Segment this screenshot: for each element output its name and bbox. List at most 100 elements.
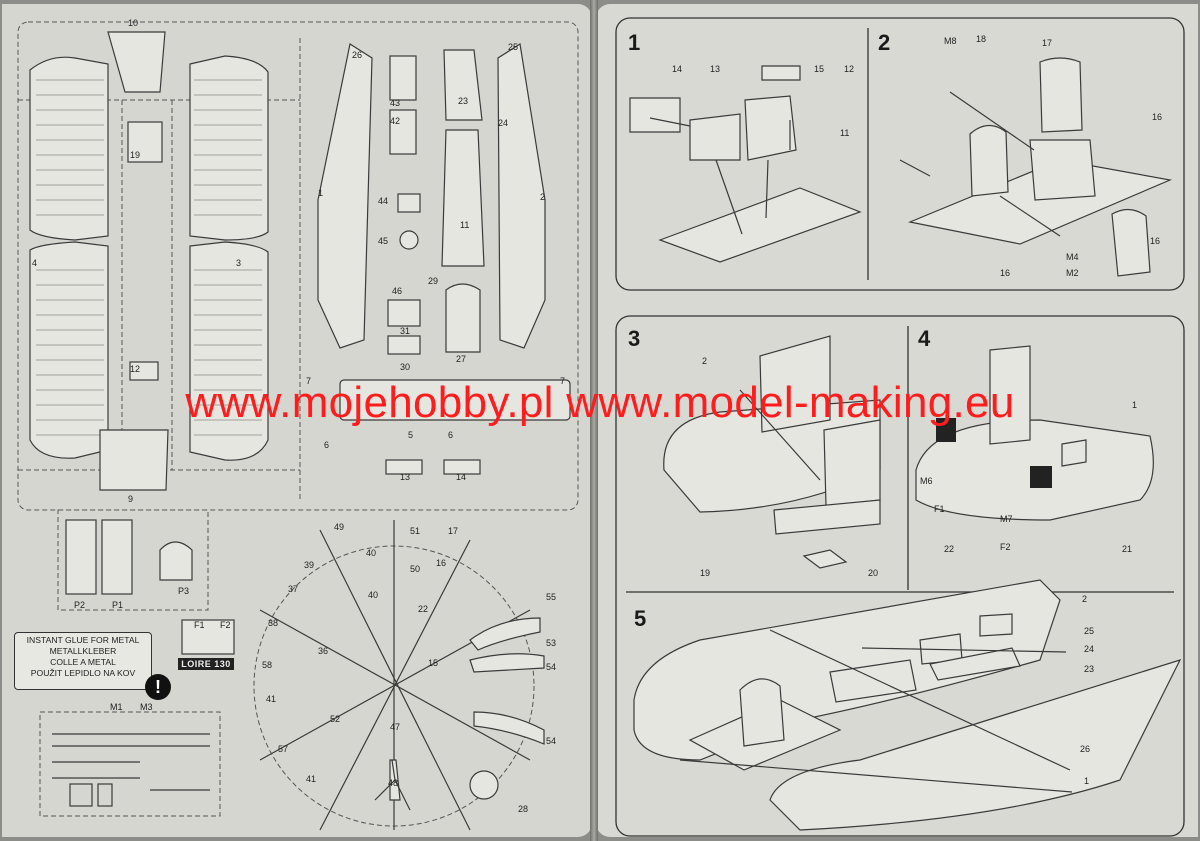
callout: 16 [1150, 236, 1160, 246]
callout: 23 [1084, 664, 1094, 674]
sprue-number: 31 [400, 326, 410, 336]
callout: 2 [1082, 594, 1087, 604]
sprue-number: 43 [390, 98, 400, 108]
sprue-number: 1 [318, 188, 323, 198]
step-3-drawing [663, 335, 881, 569]
floor-part-23 [443, 49, 483, 121]
callout: 24 [1084, 644, 1094, 654]
seat-part-43 [389, 55, 417, 101]
sprue-number: 28 [518, 804, 528, 814]
sprue-number: 24 [498, 118, 508, 128]
callout: 18 [976, 34, 986, 44]
sprue-number: 4 [32, 258, 37, 268]
fret-ref-m3: M3 [140, 702, 153, 712]
fret-ref-p1: P1 [112, 600, 123, 610]
part-13 [385, 459, 423, 475]
callout: F1 [934, 504, 945, 514]
part-14 [443, 459, 481, 475]
part-44 [397, 193, 421, 213]
sprue-number: 54 [546, 736, 556, 746]
upper-wing-part-3 [189, 55, 269, 461]
callout: F2 [1000, 542, 1011, 552]
decal-label: LOIRE 130 [178, 658, 234, 670]
callout: 2 [702, 356, 707, 366]
callout: 15 [814, 64, 824, 74]
sprue-number: 6 [324, 440, 329, 450]
decal-sheet [181, 619, 235, 655]
sprue-number: 9 [128, 494, 133, 504]
callout: M8 [944, 36, 957, 46]
glue-warning-line: COLLE A METAL [50, 657, 116, 667]
sprue-number: 27 [456, 354, 466, 364]
sprue-number: 36 [318, 646, 328, 656]
glue-warning-box: INSTANT GLUE FOR METAL METALLKLEBER COLL… [14, 632, 152, 690]
sprue-number: 26 [352, 50, 362, 60]
tail-part-10 [107, 31, 166, 93]
step-4-label: 4 [918, 326, 931, 351]
sprue-number: 48 [388, 778, 398, 788]
etch-p2 [65, 519, 97, 595]
callout: 16 [1000, 268, 1010, 278]
sprue-number: 29 [428, 276, 438, 286]
callout: 12 [844, 64, 854, 74]
tail-part-9 [99, 429, 169, 491]
callout: 25 [1084, 626, 1094, 636]
fret-ref-f1: F1 [194, 620, 205, 630]
sprue-number: 37 [288, 584, 298, 594]
sprue-number: 52 [330, 714, 340, 724]
step-2-label: 2 [878, 30, 890, 55]
callout: M6 [920, 476, 933, 486]
part-5-strip [339, 379, 571, 421]
sprue-number: 13 [400, 472, 410, 482]
sprue-number: 38 [268, 618, 278, 628]
step-5-label: 5 [634, 606, 646, 631]
part-30 [387, 335, 421, 355]
steps-3-5-panel [615, 315, 1185, 837]
sprue-number: 23 [458, 96, 468, 106]
callout: 13 [710, 64, 720, 74]
sprue-number: 51 [410, 526, 420, 536]
sprue-number: 12 [130, 364, 140, 374]
callout: 14 [672, 64, 682, 74]
step-4-drawing [915, 345, 1154, 521]
sprue-number: 40 [366, 548, 376, 558]
etch-p1 [101, 519, 133, 595]
callout: 19 [700, 568, 710, 578]
glue-warning-line: POUŽIT LEPIDLO NA KOV [30, 668, 136, 678]
hull-half-part-2 [497, 43, 546, 349]
callout: M7 [1000, 514, 1013, 524]
floor-part-11 [441, 129, 485, 267]
fret-ref-m1: M1 [110, 702, 123, 712]
sprue-number: 7 [560, 376, 565, 386]
sprue-number: 15 [428, 658, 438, 668]
callout: M4 [1066, 252, 1079, 262]
callout: 22 [944, 544, 954, 554]
callout: 17 [1042, 38, 1052, 48]
part-27 [445, 283, 481, 353]
photo-etch-fret [57, 509, 209, 611]
callout: 16 [1152, 112, 1162, 122]
glue-warning-line: METALLKLEBER [49, 646, 117, 656]
callout: 11 [840, 128, 849, 138]
sprue-number: 41 [266, 694, 276, 704]
sprue-number: 45 [378, 236, 388, 246]
sprue-number: 55 [546, 592, 556, 602]
sprue-number: 46 [392, 286, 402, 296]
part-19 [127, 121, 163, 163]
seat-part-42 [389, 109, 417, 155]
sprue-number: 25 [508, 42, 518, 52]
sprue-number: 54 [546, 662, 556, 672]
sprue-number: 57 [278, 744, 288, 754]
sprue-number: 2 [540, 192, 545, 202]
callout: 1 [1132, 400, 1137, 410]
booklet-spine [590, 0, 598, 841]
steps-1-2-panel [615, 17, 1185, 291]
fret-ref-f2: F2 [220, 620, 231, 630]
callout: 21 [1122, 544, 1132, 554]
sprue-number: 41 [306, 774, 316, 784]
upper-wing-part-4 [29, 56, 109, 459]
sprue-number: 16 [436, 558, 446, 568]
sprue-number: 42 [390, 116, 400, 126]
step-3-label: 3 [628, 326, 640, 351]
